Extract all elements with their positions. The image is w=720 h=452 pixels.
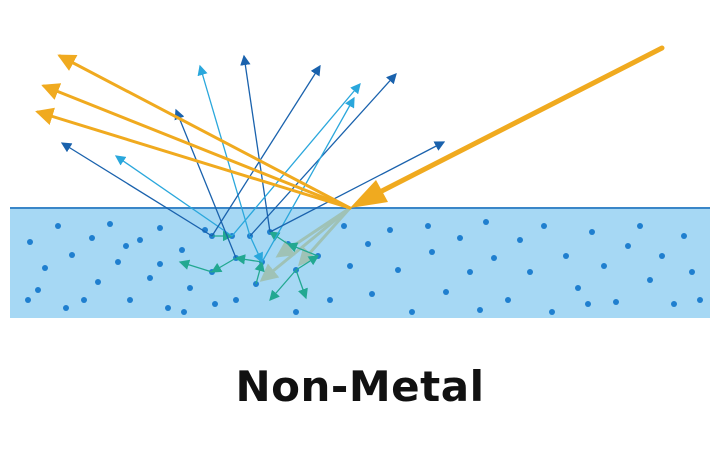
diagram-caption: Non-Metal [235,362,485,411]
specular-reflection-rays [35,54,352,210]
non-metal-diagram [10,45,710,318]
incident-light-ray [350,45,665,208]
subsurface-scatter-rays [178,206,352,301]
material-particles [25,219,703,315]
material-block [10,208,710,318]
diffuse-reflection-rays [60,54,446,263]
